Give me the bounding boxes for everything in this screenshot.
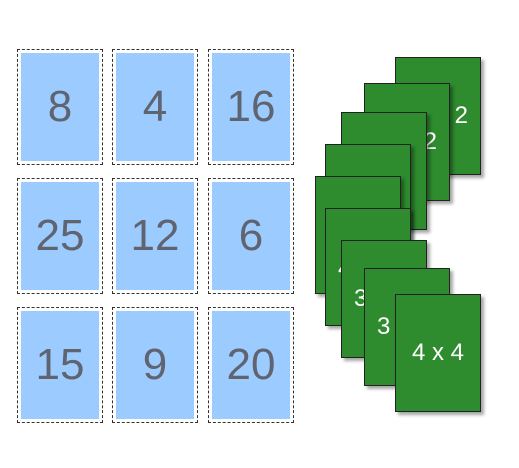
number-tile[interactable]: 4 (116, 53, 194, 161)
tile-slot[interactable]: 6 (208, 178, 294, 294)
top-card[interactable]: 4 x 4 (395, 294, 481, 412)
tile-number: 4 (142, 82, 168, 131)
tile-slot[interactable]: 4 (112, 49, 198, 165)
tile-slot[interactable]: 15 (17, 307, 103, 423)
number-tile[interactable]: 15 (21, 311, 99, 419)
number-tile[interactable]: 6 (212, 182, 290, 290)
tile-number: 12 (130, 211, 180, 260)
tile-slot[interactable]: 8 (17, 49, 103, 165)
tile-number: 25 (35, 211, 85, 260)
tile-number: 8 (47, 82, 73, 131)
number-tile[interactable]: 20 (212, 311, 290, 419)
tile-slot[interactable]: 9 (112, 307, 198, 423)
tile-number: 15 (35, 340, 85, 389)
card-label: 4 x 4 (411, 339, 465, 366)
number-tile[interactable]: 9 (116, 311, 194, 419)
tile-number: 6 (238, 211, 264, 260)
card-label: 2 (454, 102, 468, 129)
tile-slot[interactable]: 25 (17, 178, 103, 294)
tile-slot[interactable]: 16 (208, 49, 294, 165)
tile-slot[interactable]: 20 (208, 307, 294, 423)
tile-slot[interactable]: 12 (112, 178, 198, 294)
number-tile[interactable]: 8 (21, 53, 99, 161)
number-tile[interactable]: 12 (116, 182, 194, 290)
card-label: 3 (377, 313, 391, 340)
tile-number: 16 (226, 82, 276, 131)
tile-number: 9 (142, 340, 168, 389)
tile-number: 20 (226, 340, 276, 389)
number-tile[interactable]: 25 (21, 182, 99, 290)
number-tile[interactable]: 16 (212, 53, 290, 161)
